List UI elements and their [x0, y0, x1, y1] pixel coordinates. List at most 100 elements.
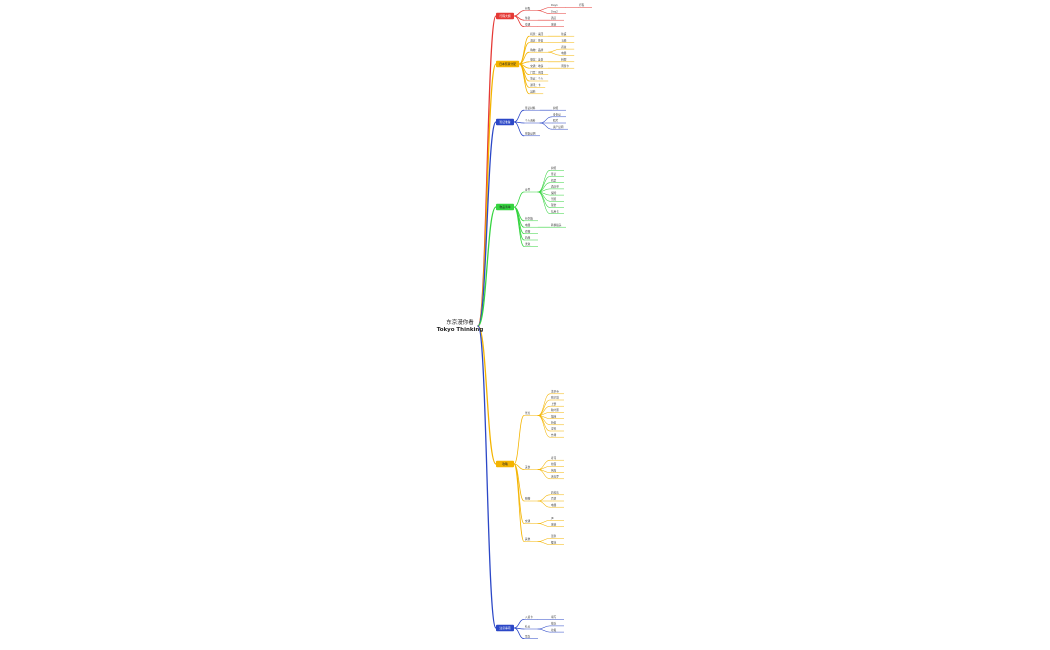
link-children.0-6 [537, 191, 551, 208]
node-label-children.2.children.0[interactable]: 地铁 [551, 22, 557, 26]
branch-label-4: 攻略 [502, 462, 508, 466]
node-label-children.1.children.1[interactable]: 照片 [553, 119, 559, 123]
node-label-children.4.children.1[interactable]: 樱花 [551, 540, 557, 544]
link-children.2-1 [547, 51, 561, 56]
node-label-children.1.children.0[interactable]: 酒店 [551, 16, 557, 20]
node-label-children.0.children.7[interactable]: 信用卡 [551, 209, 559, 213]
node-label-children.8[interactable]: 其他 [530, 90, 536, 94]
node-label-children.0.children.6[interactable]: 涩谷 [551, 427, 557, 431]
node-label-children.0.children.4[interactable]: 银座 [551, 414, 557, 418]
node-label-children.2.children.0[interactable]: 转换插头 [551, 223, 562, 227]
branch-label-5: 注意事项 [499, 626, 510, 630]
node-label-children.5[interactable]: 门票：乐园 [530, 70, 543, 74]
node-label-children.1[interactable]: 礼仪 [525, 625, 531, 629]
link-children.0-7 [537, 415, 551, 438]
node-label-children.1.children.1[interactable]: 拉面 [551, 462, 557, 466]
node-label-children.0.children.0[interactable]: 往返 [561, 32, 567, 36]
branch-tag-3[interactable] [496, 203, 514, 211]
node-label-children.2[interactable]: 购物 [525, 497, 531, 501]
node-label-children.0[interactable]: 签证材料 [525, 106, 536, 110]
node-label-children.1[interactable]: 美食 [525, 465, 531, 469]
node-label-children.4.children.0[interactable]: 温泉 [551, 534, 557, 538]
node-label-children.1.children.1[interactable]: 垃圾 [551, 628, 557, 632]
node-label-children.0.children.5[interactable]: 驾照 [551, 197, 557, 201]
node-label-children.4.children.0[interactable]: 周游卡 [561, 64, 569, 68]
node-label-children.0.children.0[interactable]: 护照 [553, 106, 559, 110]
node-label-children.2[interactable]: 紧急 [525, 634, 531, 638]
branch-label-0: 行程大纲 [499, 14, 510, 18]
node-label-children.0.children.2[interactable]: 上野 [551, 402, 557, 406]
node-label-children.0.children.0[interactable]: 护照 [551, 166, 557, 170]
branch-1-link-7 [518, 63, 530, 88]
node-label-children.4[interactable]: 其他 [525, 537, 531, 541]
node-label-children.0.children.0[interactable]: Day1 [551, 3, 558, 7]
node-label-children.0.children.6[interactable]: 现金 [551, 203, 557, 207]
node-label-children.0.children.2[interactable]: 机票 [551, 178, 557, 182]
node-label-children.3.children.0[interactable]: JR [550, 516, 554, 520]
node-label-children.0[interactable]: 入境卡 [525, 615, 533, 619]
node-label-children.0.children.1[interactable]: 签证 [551, 172, 557, 176]
node-label-children.0.children.3[interactable]: 秋叶原 [551, 408, 559, 412]
branch-tag-2[interactable] [496, 118, 514, 126]
node-label-children.2.children.0[interactable]: 药妆店 [551, 491, 559, 495]
branch-1-link-0 [518, 35, 530, 65]
node-label-children.0.children.5[interactable]: 新宿 [551, 421, 557, 425]
node-label-children.0[interactable]: 行程 [525, 6, 531, 10]
node-label-children.1.children.3[interactable]: 天妇罗 [551, 475, 559, 479]
node-label-children.5[interactable]: 洗漱 [525, 242, 531, 246]
node-label-children.1[interactable]: 酒店：住宿 [530, 38, 543, 42]
node-label-children.1.children.2[interactable]: 烤肉 [551, 468, 557, 472]
link-children.2-0 [547, 48, 561, 53]
link-children.1-0 [539, 116, 553, 124]
root-node[interactable]: 东京漫你看 Tokyo Thinking [420, 320, 500, 334]
node-label-children.2.children.0[interactable]: 药妆 [561, 45, 567, 49]
node-label-children.0.children.3[interactable]: 酒店单 [551, 185, 559, 189]
node-label-children.1.children.2[interactable]: 资产证明 [553, 125, 564, 129]
node-label-children.4[interactable]: 药品 [525, 236, 531, 240]
node-label-children.2.children.2[interactable]: 电器 [551, 503, 557, 507]
node-label-children.0[interactable]: 证件 [525, 188, 531, 192]
node-label-children.3.children.1[interactable]: 地铁 [551, 522, 557, 526]
node-label-children.0.children.0[interactable]: 浅草寺 [551, 390, 559, 394]
trunk-3 [477, 206, 497, 327]
branch-tag-4[interactable] [496, 460, 514, 468]
node-label-children.0.children.1[interactable]: 晴空塔 [551, 396, 559, 400]
branch-label-2: 签证准备 [499, 120, 510, 124]
node-label-children.1[interactable]: 行李箱 [525, 217, 533, 221]
node-label-children.1.children.0[interactable]: 寿司 [551, 456, 557, 460]
node-label-children.2.children.1[interactable]: 电器 [561, 51, 567, 55]
node-label-children.0.children.7[interactable]: 台场 [551, 433, 557, 437]
node-label-children.2[interactable]: 在职证明 [525, 132, 536, 136]
node-label-children.0[interactable]: 机票：来回 [530, 32, 543, 36]
node-label-children.1.children.0[interactable]: 排队 [551, 622, 557, 626]
link-children.0-7 [537, 191, 551, 214]
node-label-children.0[interactable]: 景点 [525, 411, 531, 415]
node-label-children.3[interactable]: 衣物 [525, 229, 531, 233]
node-label-children.3.children.0[interactable]: 料理 [561, 58, 567, 62]
node-label-children.0.children.0[interactable]: 填写 [551, 615, 557, 619]
branch-tag-5[interactable] [496, 624, 514, 632]
root-title-en: Tokyo Thinking [436, 327, 484, 333]
node-label-children.4[interactable]: 交通：地铁 [530, 64, 543, 68]
link-children.2-2 [537, 500, 551, 508]
node-label-children.0.children.1[interactable]: Day2 [551, 9, 558, 13]
node-label-children.2[interactable]: 电器 [525, 223, 531, 227]
branch-5-link-2 [513, 627, 525, 639]
node-label-children.1.children.0[interactable]: 五晚 [561, 38, 567, 42]
branch-tag-1[interactable] [496, 60, 520, 68]
node-label-children.2[interactable]: 交通 [525, 22, 531, 26]
node-label-children.0.children.0.children.0[interactable]: 行程 [579, 3, 585, 7]
node-label-children.3[interactable]: 餐饮：美食 [530, 58, 543, 62]
branch-4-link-0 [513, 415, 525, 465]
node-label-children.0.children.4[interactable]: 保险 [551, 191, 557, 195]
branch-3-link-0 [513, 191, 525, 208]
node-label-children.6[interactable]: 签证：个人 [530, 77, 543, 81]
node-label-children.1[interactable]: 住宿 [525, 16, 531, 20]
node-label-children.1[interactable]: 个人资料 [525, 119, 536, 123]
node-label-children.3[interactable]: 交通 [525, 519, 531, 523]
node-label-children.2.children.1[interactable]: 百货 [551, 497, 557, 501]
branch-tag-0[interactable] [496, 12, 514, 20]
node-label-children.7[interactable]: 通讯：卡 [530, 83, 541, 87]
node-label-children.2[interactable]: 购物：品牌 [530, 48, 543, 52]
node-label-children.1.children.0[interactable]: 身份证 [553, 113, 561, 117]
